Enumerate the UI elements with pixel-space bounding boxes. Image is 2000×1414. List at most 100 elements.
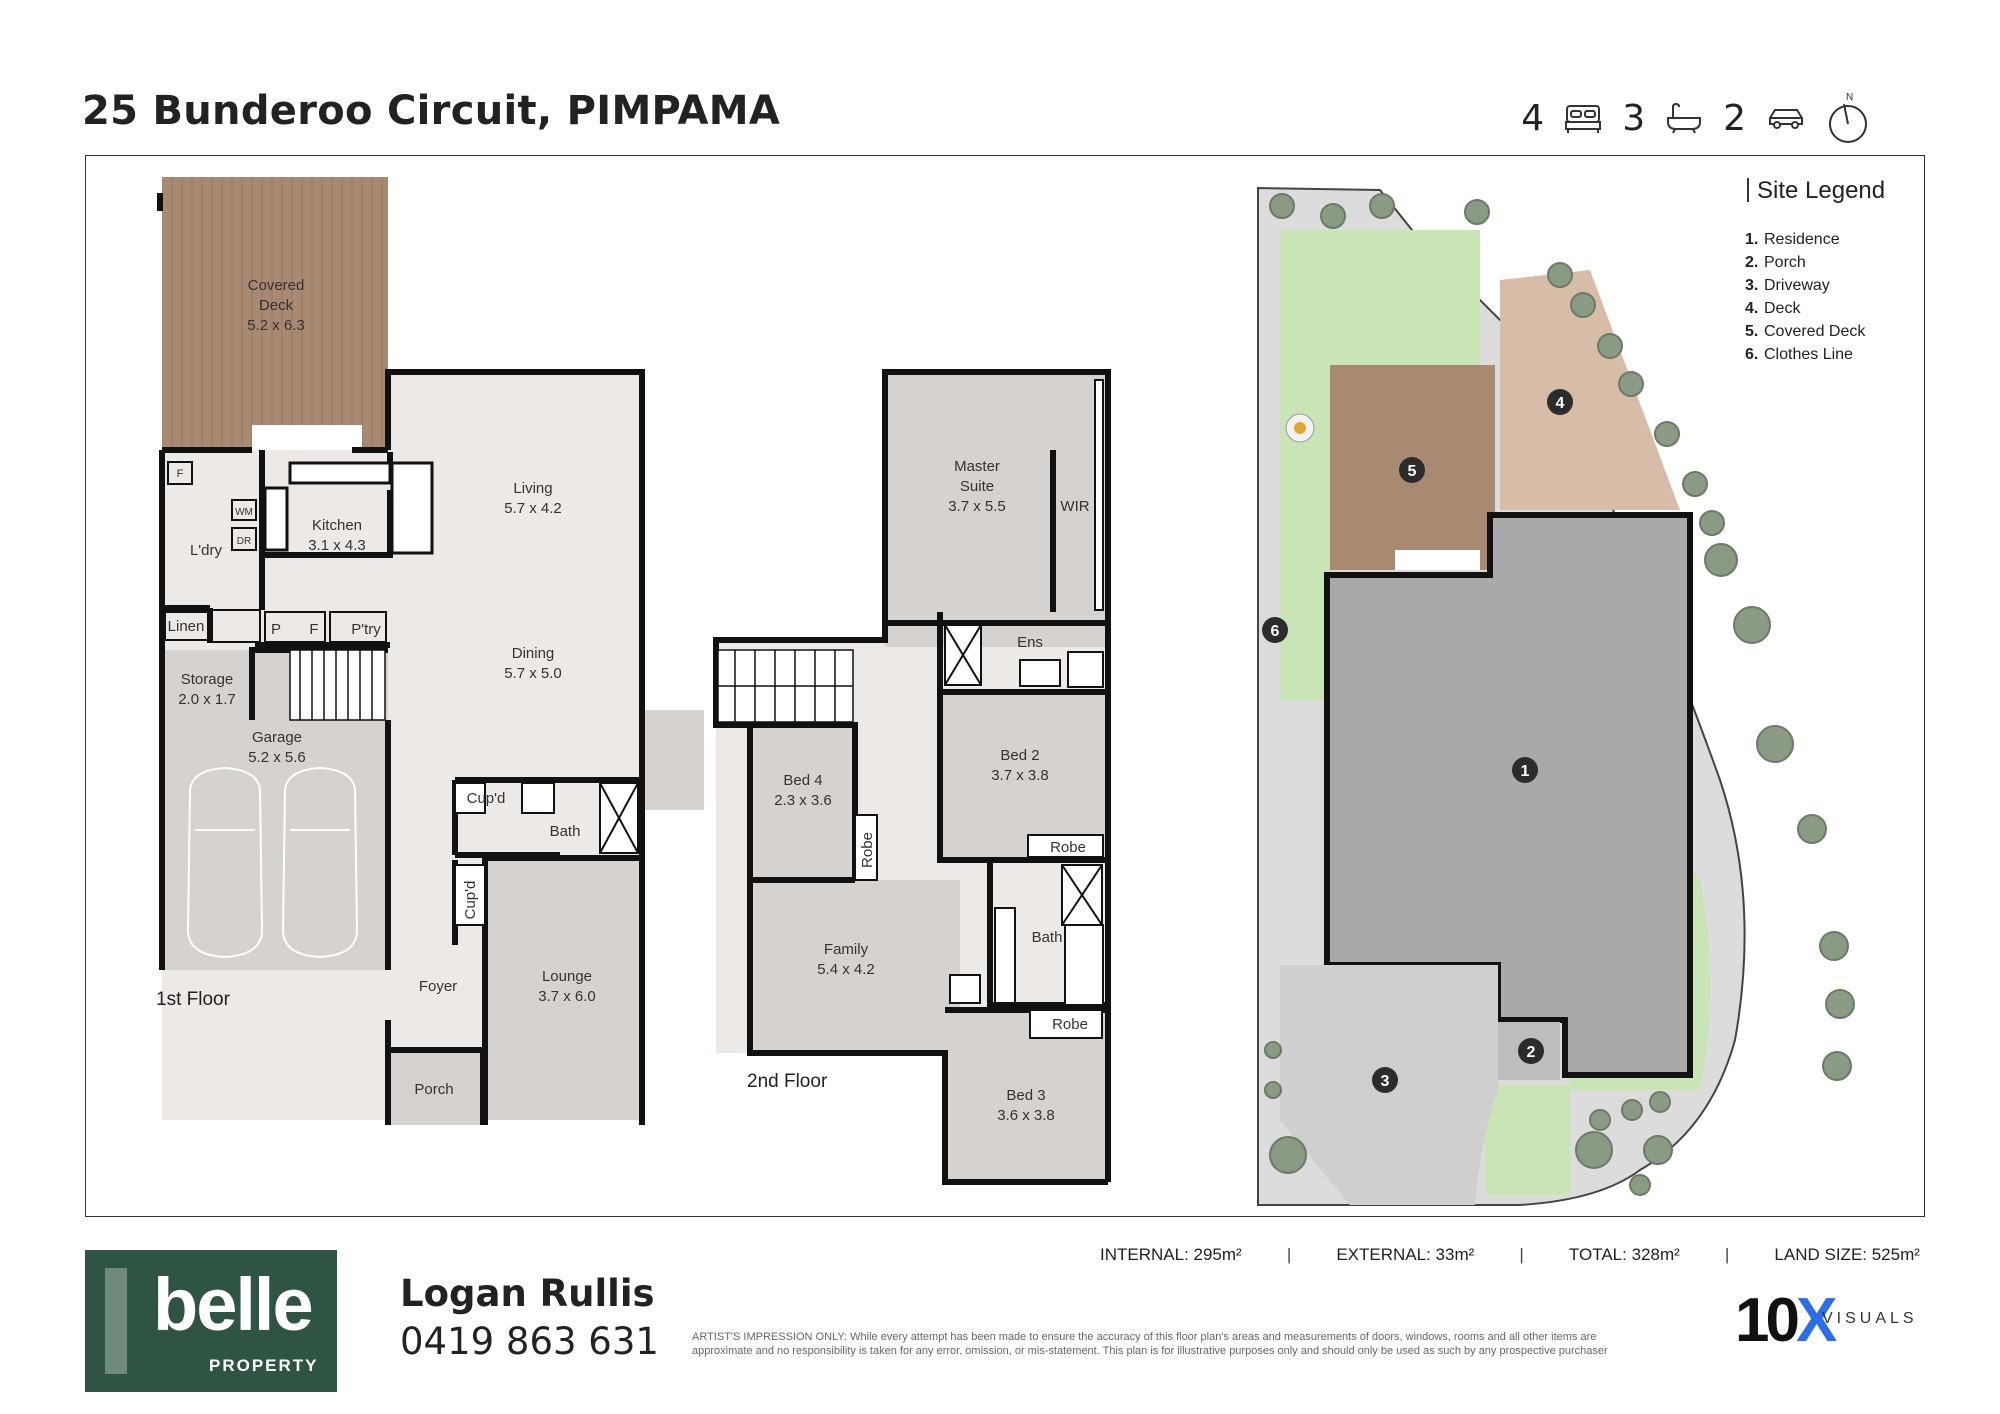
legend-item-5: Covered Deck: [1764, 323, 1866, 340]
legend-item-3: Driveway: [1764, 277, 1830, 294]
porch-label: Porch: [414, 1081, 453, 1098]
covered-deck-area: [162, 177, 388, 450]
compass-north-label: N: [1846, 92, 1853, 103]
agent-name: Logan Rullis: [400, 1272, 655, 1315]
car-icon: [1769, 109, 1803, 129]
dr-label: DR: [237, 536, 251, 547]
garage-size: 5.2 x 5.6: [248, 749, 306, 766]
laundry-label: L'dry: [190, 542, 223, 559]
living-label: Living: [513, 480, 552, 497]
legend-num-2: 2.: [1745, 254, 1758, 271]
bed2-label: Bed 2: [1000, 747, 1039, 764]
covered-deck-size: 5.2 x 6.3: [247, 317, 305, 334]
internal-area: INTERNAL: 295m²: [1100, 1245, 1242, 1264]
bed3-label: Bed 3: [1006, 1087, 1045, 1104]
bath-label-floor2: Bath: [1032, 929, 1063, 946]
legend-num-1: 1.: [1745, 231, 1758, 248]
bed2-size: 3.7 x 3.8: [991, 767, 1049, 784]
site-marker-3: [1372, 1067, 1398, 1093]
covered-deck-label-1: Covered: [248, 277, 305, 294]
storage-size: 2.0 x 1.7: [178, 691, 236, 708]
site-plan: 1 2 3 4 5 6 Site Legend 1. Residence 2. …: [1257, 177, 1885, 1206]
family-size: 5.4 x 4.2: [817, 961, 875, 978]
family-label: Family: [824, 941, 869, 958]
site-marker-6: [1262, 617, 1288, 643]
legend-item-4: Deck: [1764, 300, 1801, 317]
legend-num-3: 3.: [1745, 277, 1758, 294]
lounge-label: Lounge: [542, 968, 592, 985]
kitchen-size: 3.1 x 4.3: [308, 537, 366, 554]
bath-label-floor1: Bath: [550, 823, 581, 840]
master-size: 3.7 x 5.5: [948, 498, 1006, 515]
robe-label-1: Robe: [859, 832, 876, 868]
cupboard-label-1: Cup'd: [467, 790, 506, 807]
robe-label-3: Robe: [1052, 1016, 1088, 1033]
second-floor-label: 2nd Floor: [747, 1071, 828, 1092]
agent-phone: 0419 863 631: [400, 1320, 659, 1363]
site-legend-title: Site Legend: [1757, 177, 1885, 204]
legend-num-5: 5.: [1745, 323, 1758, 340]
storage-area: [162, 650, 252, 720]
living-size: 5.7 x 4.2: [504, 500, 562, 517]
bathroom-count: 3: [1622, 97, 1646, 139]
kitchen-label: Kitchen: [312, 517, 362, 534]
tenx-number: 10: [1735, 1286, 1800, 1355]
dining-size: 5.7 x 5.0: [504, 665, 562, 682]
fridge-cupboard-label: F: [177, 468, 184, 480]
site-deck-4: [1500, 270, 1680, 510]
legend-num-6: 6.: [1745, 346, 1758, 363]
bed-icon: [1565, 105, 1602, 133]
dining-label: Dining: [512, 645, 555, 662]
ens-label: Ens: [1017, 634, 1043, 651]
bed2-area: [940, 692, 1108, 860]
svg-text:6: 6: [1271, 623, 1280, 640]
tenx-x: X: [1795, 1286, 1837, 1355]
area-divider: |: [1724, 1245, 1730, 1264]
legend-num-4: 4.: [1745, 300, 1758, 317]
first-floor-plan: Covered Deck 5.2 x 6.3 Living 5.7 x 4.2 …: [156, 177, 704, 1125]
legend-item-6: Clothes Line: [1764, 346, 1853, 363]
svg-text:4: 4: [1556, 395, 1565, 412]
porch-area: [388, 1050, 483, 1125]
bed4-area: [750, 725, 855, 880]
svg-text:1: 1: [1521, 763, 1530, 780]
svg-text:3: 3: [1381, 1073, 1390, 1090]
master-label-2: Suite: [960, 478, 994, 495]
belle-property-logo: belle PROPERTY: [85, 1250, 337, 1392]
logo-bar: [105, 1268, 127, 1374]
bed4-label: Bed 4: [783, 772, 822, 789]
total-area: TOTAL: 328m²: [1568, 1245, 1680, 1264]
tenx-logo: 10X: [1735, 1285, 1837, 1356]
logo-sub: PROPERTY: [209, 1356, 319, 1375]
first-floor-label: 1st Floor: [156, 989, 231, 1010]
family-area: [750, 880, 960, 1055]
legend-item-2: Porch: [1764, 254, 1806, 271]
pantry-label: P'try: [351, 621, 381, 638]
lounge-size: 3.7 x 6.0: [538, 988, 596, 1005]
plan-frame: [85, 155, 1925, 1217]
property-address: 25 Bunderoo Circuit, PIMPAMA: [82, 88, 781, 134]
logo-word: belle: [153, 1263, 314, 1346]
p-label: P: [271, 621, 281, 638]
foyer-label: Foyer: [419, 978, 457, 995]
bedroom-count: 4: [1521, 97, 1545, 139]
bed4-size: 2.3 x 3.6: [774, 792, 832, 809]
site-lawn-3: [1485, 1085, 1570, 1195]
site-marker-4: [1547, 389, 1573, 415]
area-summary: INTERNAL: 295m² | EXTERNAL: 33m² | TOTAL…: [1100, 1245, 1920, 1265]
lounge-area: [485, 858, 640, 1120]
compass-icon: N: [1829, 92, 1867, 143]
master-label-1: Master: [954, 458, 1000, 475]
bath-icon: [1667, 102, 1702, 134]
cupboard-label-2: Cup'd: [462, 881, 479, 920]
land-size: LAND SIZE: 525m²: [1774, 1245, 1920, 1264]
robe-label-2: Robe: [1050, 839, 1086, 856]
site-marker-1: [1512, 757, 1538, 783]
f-label: F: [309, 621, 318, 638]
disclaimer: ARTIST'S IMPRESSION ONLY: While every at…: [692, 1331, 1608, 1357]
svg-text:5: 5: [1408, 463, 1417, 480]
garage-label: Garage: [252, 729, 302, 746]
property-stats: 4 3 2 N: [1521, 90, 1870, 146]
bed3-size: 3.6 x 3.8: [997, 1107, 1055, 1124]
